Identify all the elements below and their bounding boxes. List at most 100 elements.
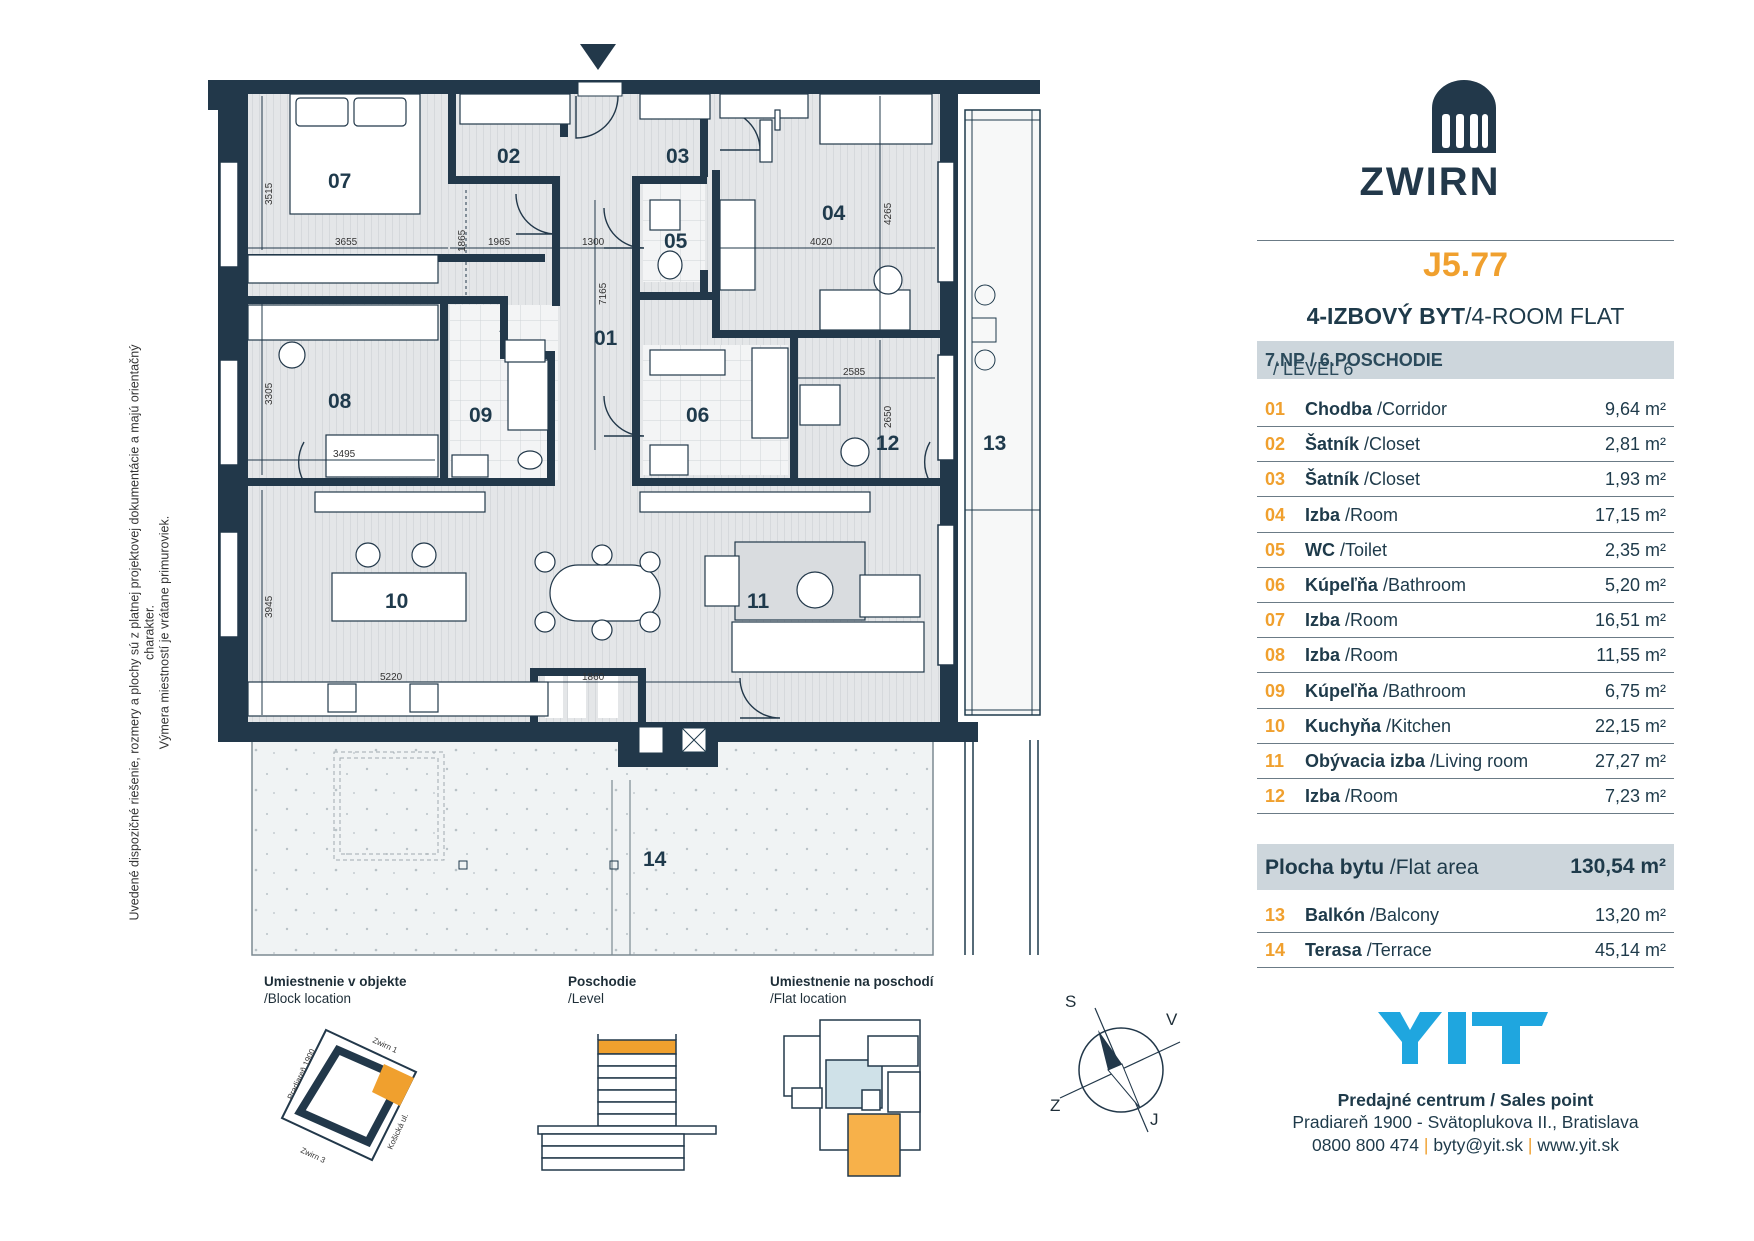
- room-name-sk: Obývacia izba: [1305, 751, 1426, 771]
- compass-north: S: [1065, 992, 1077, 1011]
- room-row: 05 WC /Toilet 2,35 m²: [1257, 532, 1674, 568]
- flat-area-en: /Flat area: [1384, 856, 1479, 879]
- compass-east: V: [1166, 1010, 1178, 1029]
- balcony-area: [964, 109, 1041, 716]
- room-name-en: /Balcony: [1365, 905, 1440, 925]
- room-name: WC /Toilet: [1305, 540, 1387, 561]
- disclaimer-line-2: Výmera miestností je vrátane primuroviek…: [157, 515, 172, 750]
- level-sk: 7.NP / 6.POSCHODIE: [1265, 350, 1443, 370]
- room-name-en: /Closet: [1359, 434, 1421, 455]
- dim-3305: 3305: [264, 382, 275, 405]
- room-number: 11: [1265, 751, 1285, 771]
- room-area: 2,35 m²: [1604, 539, 1666, 560]
- plan-room-08: 08: [328, 390, 352, 413]
- separator: |: [1523, 1135, 1538, 1155]
- room-name-en: /Terrace: [1361, 940, 1432, 961]
- room-name-en: /Room: [1340, 645, 1399, 666]
- room-name-en: /Closet: [1359, 469, 1421, 490]
- room-name-en: /Living room: [1425, 751, 1529, 771]
- room-name: Izba /Room: [1305, 645, 1398, 666]
- block-label-zwirn3: Zwirn 3: [299, 1146, 327, 1165]
- room-name-en: /Room: [1340, 504, 1399, 525]
- room-area: 2,81 m²: [1604, 434, 1666, 455]
- plan-room-01: 01: [594, 327, 618, 350]
- room-area: 1,93 m²: [1604, 469, 1666, 490]
- sales-title-text: Predajné centrum / Sales point: [1337, 1090, 1594, 1110]
- dim-4265: 4265: [883, 202, 894, 225]
- plan-room-07: 07: [328, 170, 351, 193]
- sales-email-link[interactable]: byty@yit.sk: [1433, 1135, 1524, 1155]
- room-name-en: /Bathroom: [1377, 575, 1466, 595]
- room-number: 04: [1265, 504, 1286, 525]
- flat-area-row: Plocha bytu /Flat area 130,54 m²: [1257, 844, 1674, 890]
- entrance-arrow-icon: [580, 44, 616, 70]
- block-location-sub: /Block location: [264, 991, 352, 1006]
- room-name-en: /Room: [1340, 786, 1399, 807]
- compass-west: Z: [1050, 1096, 1061, 1115]
- plan-room-05: 05: [664, 230, 688, 253]
- room-area: 13,20 m²: [1594, 905, 1666, 925]
- plan-room-06: 06: [686, 404, 709, 427]
- sales-phone[interactable]: 0800 800 474: [1311, 1135, 1420, 1155]
- room-row: 04 Izba /Room 17,15 m²: [1257, 497, 1674, 533]
- room-area: 5,20 m²: [1604, 575, 1666, 595]
- sales-contacts: 0800 800 474 | byty@yit.sk | www.yit.sk: [1257, 1135, 1674, 1156]
- room-name-sk: Šatník: [1305, 434, 1360, 455]
- flat-location-title: Umiestnenie na poschodí: [770, 974, 934, 989]
- plan-room-09: 09: [469, 404, 492, 427]
- room-name-sk: Izba: [1305, 610, 1341, 631]
- room-name-sk: Izba: [1305, 645, 1341, 666]
- plan-room-04: 04: [822, 202, 846, 225]
- dim-2585: 2585: [843, 367, 866, 378]
- room-area: 22,15 m²: [1594, 715, 1666, 736]
- room-name-en: /Room: [1340, 610, 1399, 631]
- dim-3515: 3515: [264, 182, 275, 205]
- disclaimer-line-1: Uvedené dispozičné riešenie, rozmery a p…: [127, 344, 157, 921]
- room-name: Kuchyňa /Kitchen: [1305, 716, 1451, 737]
- room-area: 11,55 m²: [1596, 645, 1666, 666]
- room-area: 17,15 m²: [1594, 504, 1666, 525]
- dim-2650: 2650: [883, 405, 894, 428]
- room-name: Šatník /Closet: [1305, 469, 1420, 490]
- room-name: Chodba /Corridor: [1305, 399, 1447, 420]
- plan-room-13: 13: [983, 432, 1006, 455]
- room-number: 14: [1265, 940, 1286, 961]
- level-title: Poschodie: [568, 974, 637, 989]
- dim-4020: 4020: [810, 237, 833, 248]
- sales-web-link[interactable]: www.yit.sk: [1537, 1135, 1620, 1155]
- plan-room-10: 10: [385, 590, 408, 613]
- room-number: 07: [1265, 610, 1286, 631]
- terrace-area: [251, 739, 934, 956]
- plan-room-12: 12: [876, 432, 899, 455]
- level-diagram: [537, 1034, 717, 1171]
- room-name: Šatník /Closet: [1305, 434, 1420, 455]
- plan-room-14: 14: [643, 848, 667, 871]
- room-name: Izba /Room: [1305, 505, 1398, 526]
- room-number: 05: [1265, 539, 1286, 560]
- plan-room-03: 03: [666, 145, 689, 168]
- room-number: 01: [1265, 399, 1286, 419]
- plan-room-11: 11: [747, 590, 770, 613]
- dim-1860: 1860: [582, 672, 605, 683]
- dim-7165: 7165: [598, 282, 609, 305]
- yit-logo: [1378, 1012, 1548, 1064]
- room-area: 7,23 m²: [1604, 786, 1666, 807]
- dim-1965: 1965: [488, 237, 511, 248]
- room-number: 06: [1265, 575, 1286, 595]
- level-bar: 7.NP / 6.POSCHODIE / LEVEL 6: [1257, 341, 1674, 379]
- compass-south: J: [1150, 1110, 1159, 1129]
- room-name: Balkón /Balcony: [1305, 905, 1439, 926]
- room-area: 6,75 m²: [1604, 680, 1666, 701]
- room-name-en: /Kitchen: [1381, 715, 1452, 736]
- room-number: 13: [1265, 905, 1286, 925]
- room-name-en: /Corridor: [1372, 399, 1448, 419]
- block-location-title: Umiestnenie v objekte: [264, 974, 407, 989]
